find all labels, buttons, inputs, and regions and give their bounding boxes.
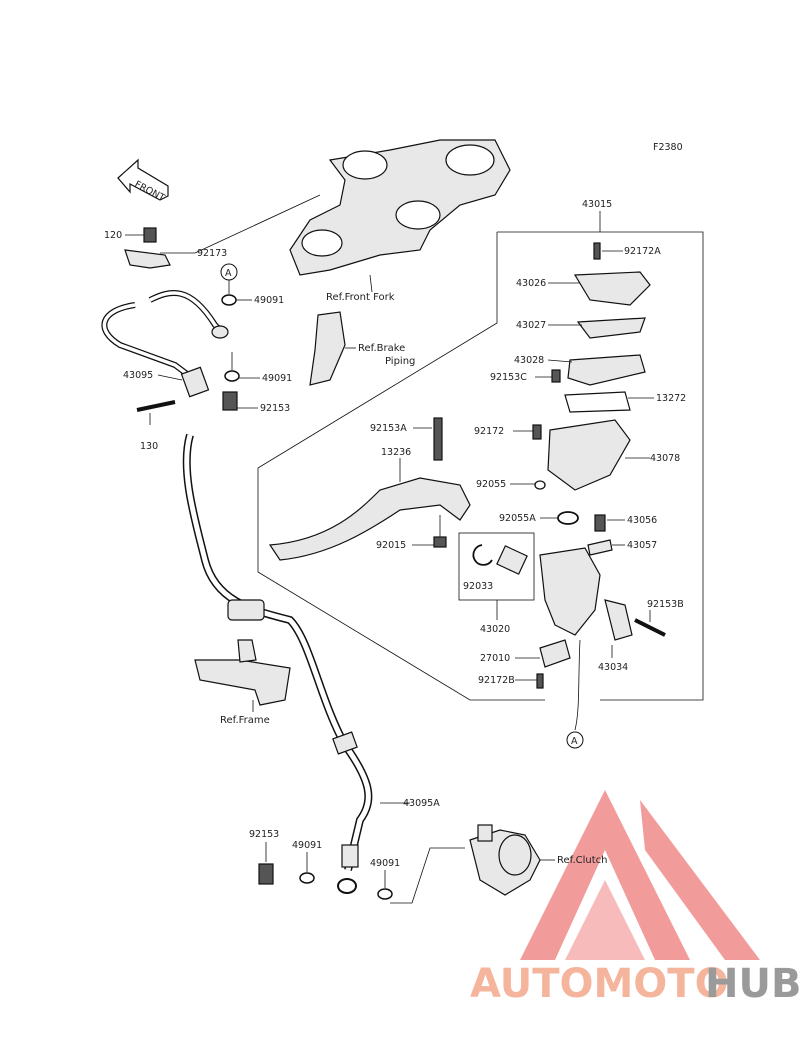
- ref-brake-piping-2: Piping: [385, 356, 415, 367]
- clamp-92173: [124, 249, 171, 269]
- bolt-92153-bottom: [258, 863, 274, 885]
- label-92055a: 92055A: [499, 513, 536, 524]
- reservoir-43078: [547, 419, 631, 491]
- label-43057: 43057: [627, 540, 657, 551]
- assembly-box-left: [257, 232, 545, 701]
- label-92153b-cap: 92153B: [647, 599, 684, 610]
- front-arrow-icon: FRONT: [117, 158, 169, 204]
- label-92153a-cap: 92153A: [370, 423, 407, 434]
- watermark-logo: [520, 790, 760, 960]
- ref-frame: Ref.Frame: [220, 715, 270, 726]
- gasket-13272: [564, 391, 631, 413]
- label-27010: 27010: [480, 653, 510, 664]
- clutch-lever: [268, 477, 471, 561]
- bolt-92153-top: [222, 391, 238, 411]
- master-cylinder-body: [539, 547, 601, 636]
- piston-kit-box: [458, 532, 535, 601]
- label-49091-b: 49091: [262, 373, 292, 384]
- callout-a-bottom-label: A: [571, 736, 578, 747]
- clutch-slave-cylinder: [469, 824, 541, 896]
- frame-bracket: [194, 659, 291, 706]
- pivot-bolt: [433, 417, 443, 461]
- label-43034: 43034: [598, 662, 628, 673]
- plate-43027: [576, 317, 646, 339]
- label-43028: 43028: [514, 355, 544, 366]
- label-13236: 13236: [381, 447, 411, 458]
- clamp-43034: [604, 599, 633, 641]
- label-43026: 43026: [516, 278, 546, 289]
- ref-clutch: Ref.Clutch: [557, 855, 607, 866]
- label-92172: 92172: [474, 426, 504, 437]
- label-92015: 92015: [376, 540, 406, 551]
- ref-front-fork: Ref.Front Fork: [326, 292, 395, 303]
- figure-code: F2380: [653, 142, 683, 153]
- label-130: 130: [140, 441, 158, 452]
- label-13272: 13272: [656, 393, 686, 404]
- callout-a-top-label: A: [225, 268, 232, 279]
- label-43015: 43015: [582, 199, 612, 210]
- brake-piping-bracket: [309, 311, 346, 386]
- hose-clamp: [227, 599, 265, 621]
- label-92153c: 92153C: [490, 372, 527, 383]
- switch-27010: [539, 639, 571, 668]
- label-49091-c: 49091: [292, 840, 322, 851]
- label-92153-b: 92153: [249, 829, 279, 840]
- bolt-120: [143, 227, 157, 243]
- triple-clamp: [289, 139, 511, 276]
- label-43095a: 43095A: [403, 798, 440, 809]
- label-92172b: 92172B: [478, 675, 515, 686]
- watermark-text-1: AUTOMOTO: [470, 961, 729, 1007]
- label-43056: 43056: [627, 515, 657, 526]
- label-49091-d: 49091: [370, 858, 400, 869]
- label-43095: 43095: [123, 370, 153, 381]
- label-120: 120: [104, 230, 122, 241]
- reservoir-cap: [573, 271, 651, 306]
- ref-brake-piping-1: Ref.Brake: [358, 343, 405, 354]
- label-92173: 92173: [197, 248, 227, 259]
- label-92172a: 92172A: [624, 246, 661, 257]
- washer-49091-top: [221, 294, 237, 306]
- watermark-text-2: HUB: [705, 961, 800, 1007]
- label-92033: 92033: [463, 581, 493, 592]
- label-43027: 43027: [516, 320, 546, 331]
- label-43078: 43078: [650, 453, 680, 464]
- label-92153-a: 92153: [260, 403, 290, 414]
- label-49091-a: 49091: [254, 295, 284, 306]
- label-43020: 43020: [480, 624, 510, 635]
- callout-a-bottom: [566, 731, 584, 749]
- diaphragm-43028: [567, 354, 646, 386]
- label-92055: 92055: [476, 479, 506, 490]
